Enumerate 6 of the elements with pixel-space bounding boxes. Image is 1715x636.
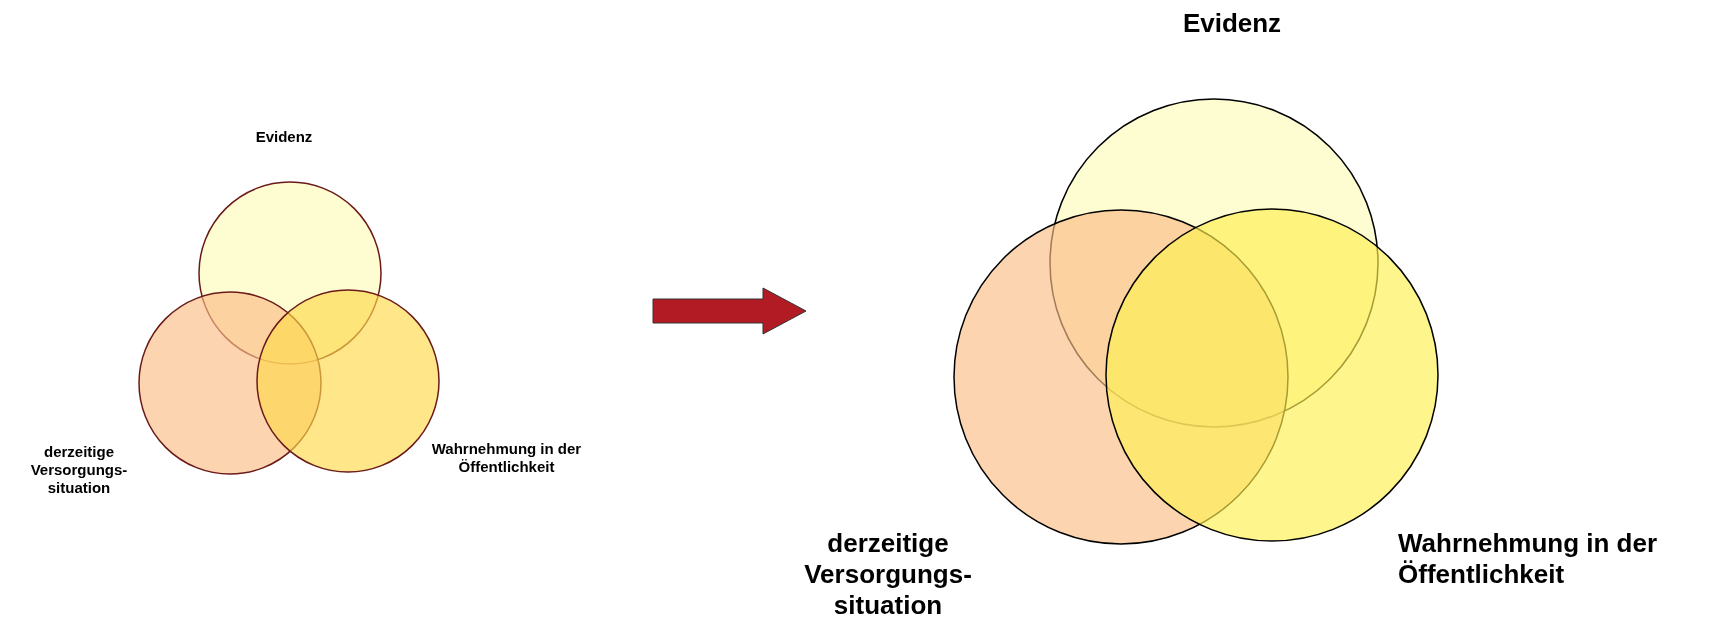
circle-label: Wahrnehmung in der Öffentlichkeit: [1398, 528, 1659, 591]
circle-label: derzeitige Versorgungs- situation: [29, 443, 129, 497]
circle-label: Wahrnehmung in der Öffentlichkeit: [430, 440, 583, 476]
circle-label: Evidenz: [1181, 8, 1283, 40]
circle-label: Evidenz: [254, 128, 314, 146]
circle-label: derzeitige Versorgungs- situation: [803, 528, 973, 622]
